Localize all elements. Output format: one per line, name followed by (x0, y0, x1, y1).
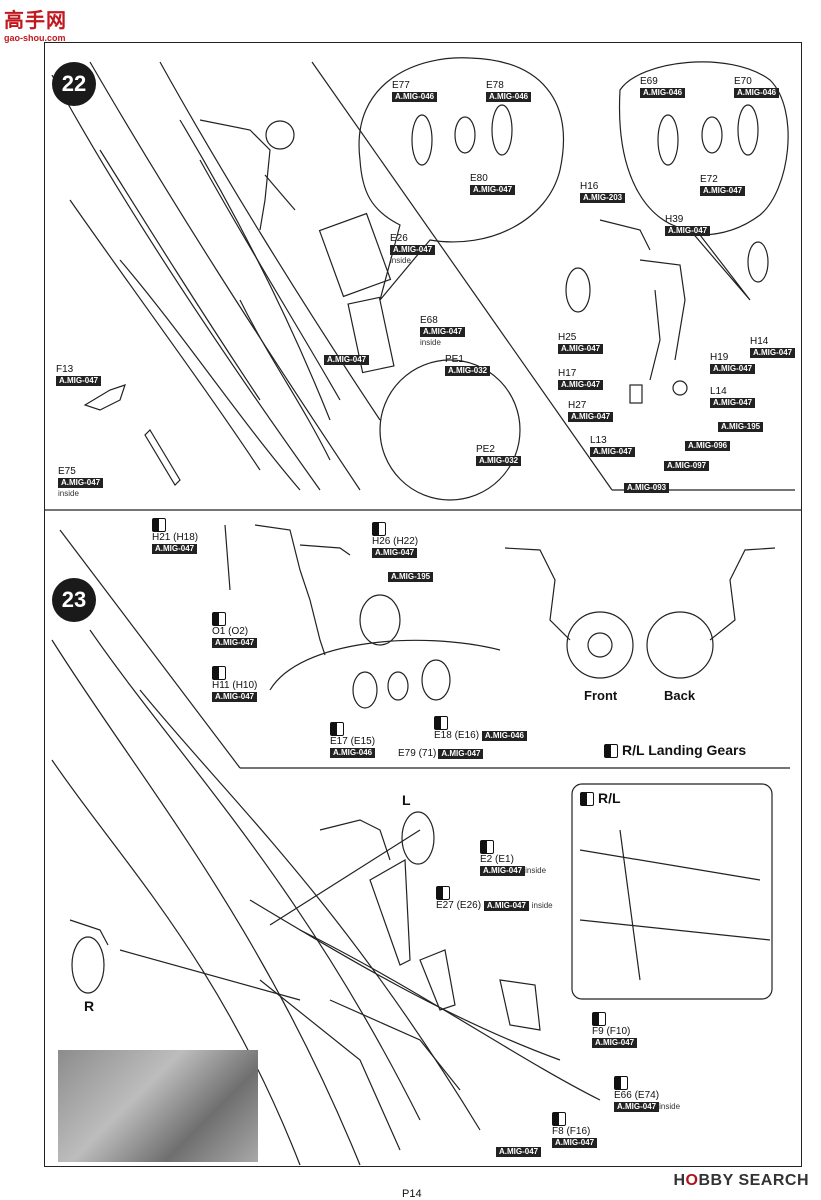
watermark-url: gao-shou.com (4, 33, 66, 43)
back-label: Back (664, 688, 696, 703)
step-number-23: 23 (52, 578, 96, 622)
color-code-label: A.MIG-047 (496, 1146, 542, 1157)
part-callout: E79 (71)A.MIG-047 (398, 748, 484, 759)
reference-photo (58, 1050, 258, 1162)
color-code-label: A.MIG-195 (718, 421, 764, 432)
part-callout: F8 (F16)A.MIG-047 (552, 1112, 598, 1148)
color-code-label: A.MIG-047 (324, 354, 370, 365)
color-code-label: A.MIG-096 (685, 440, 731, 451)
rl-inset-label: R/L (580, 790, 621, 807)
color-code-label: A.MIG-097 (664, 460, 710, 471)
right-gear-label: R (84, 998, 95, 1014)
front-label: Front (584, 688, 618, 703)
left-gear-label: L (402, 792, 411, 808)
part-callout: E27 (E26) A.MIG-047 inside (436, 886, 553, 911)
part-callout: E18 (E16) A.MIG-046 (434, 716, 527, 741)
part-callout: H11 (H10)A.MIG-047 (212, 666, 257, 702)
rl-landing-gears-title: R/L Landing Gears (604, 742, 746, 759)
page-frame (44, 42, 802, 1167)
part-callout: F9 (F10)A.MIG-047 (592, 1012, 638, 1048)
part-callout: H26 (H22)A.MIG-047 (372, 522, 418, 558)
watermark-brand: 高手网 (4, 8, 67, 32)
color-code-label: A.MIG-093 (624, 482, 670, 493)
part-callout: O1 (O2)A.MIG-047 (212, 612, 258, 648)
part-callout: E17 (E15)A.MIG-046 (330, 722, 376, 758)
step-number-22: 22 (52, 62, 96, 106)
watermark-logo: 高手网 gao-shou.com (4, 4, 67, 43)
hobby-search-watermark: HOBBY SEARCH (673, 1172, 809, 1189)
part-callout: H21 (H18)A.MIG-047 (152, 518, 198, 554)
color-code-label: A.MIG-195 (388, 571, 434, 582)
page-number: P14 (402, 1188, 422, 1200)
